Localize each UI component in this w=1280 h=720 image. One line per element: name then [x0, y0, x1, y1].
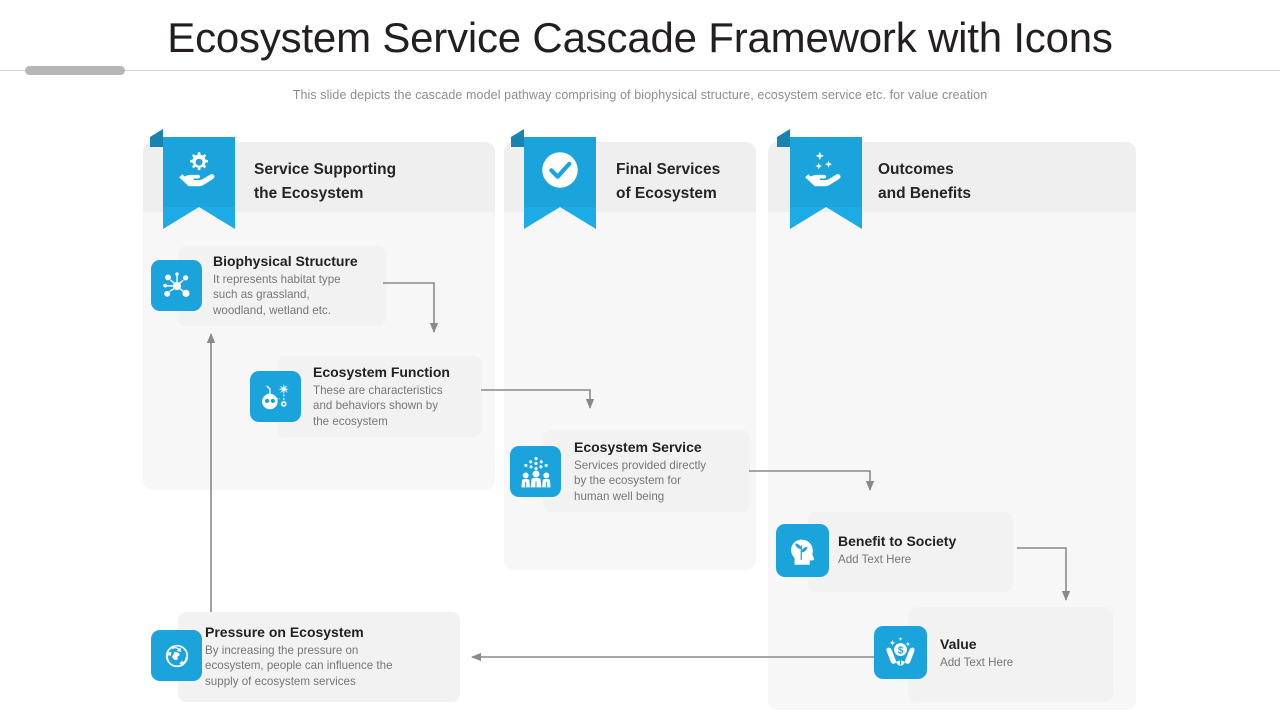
value-icon-tile: $: [874, 626, 927, 679]
card-desc-line: These are characteristics: [313, 383, 443, 397]
column-title-final-services: Final Services of Ecosystem: [616, 158, 720, 205]
people-group-icon: [518, 454, 554, 490]
title-accent-bar: [25, 66, 125, 75]
card-desc-line: the ecosystem: [313, 415, 388, 429]
card-pressure-on-ecosystem[interactable]: [178, 612, 460, 702]
check-circle-icon: [537, 147, 583, 193]
svg-text:$: $: [898, 646, 904, 657]
plant-growth-lab-icon: [258, 379, 294, 415]
card-desc-line: ecosystem, people can influence the: [205, 659, 393, 673]
gear-on-hand-icon: [176, 147, 222, 193]
biophysical-structure-icon-tile: [151, 260, 202, 311]
card-ecosystem-service[interactable]: [543, 430, 750, 512]
card-title: Ecosystem Function: [313, 364, 450, 380]
card-pressure-on-ecosystem-text: Pressure on Ecosystem By increasing the …: [205, 624, 393, 690]
column-title-service-supporting: Service Supporting the Ecosystem: [254, 158, 396, 205]
card-desc-line: and behaviors shown by: [313, 399, 439, 413]
ribbon-service-supporting: [150, 129, 235, 207]
card-title: Benefit to Society: [838, 533, 957, 549]
column-title-outcomes-benefits: Outcomes and Benefits: [878, 158, 971, 205]
head-with-plant-icon: [784, 532, 821, 569]
column-title-line1: Service Supporting: [254, 161, 397, 178]
card-ecosystem-function-text: Ecosystem Function These are characteris…: [313, 364, 450, 430]
column-title-line1: Outcomes: [878, 161, 954, 178]
column-title-line2: of Ecosystem: [616, 184, 717, 202]
page-subtitle: This slide depicts the cascade model pat…: [292, 88, 988, 102]
card-desc-line: supply of ecosystem services: [205, 675, 356, 689]
column-title-line2: the Ecosystem: [254, 184, 364, 202]
ribbon-outcomes-benefits: [777, 129, 862, 207]
card-desc-line: Add Text Here: [838, 552, 912, 566]
card-benefit-to-society-text: Benefit to Society Add Text Here: [838, 533, 956, 567]
card-value[interactable]: [908, 607, 1113, 702]
card-desc-line: such as grassland,: [213, 288, 310, 302]
title-divider: [0, 70, 1280, 71]
card-desc-line: It represents habitat type: [213, 272, 341, 286]
pressure-on-ecosystem-icon-tile: [151, 630, 202, 681]
hands-with-money-icon: $: [882, 634, 919, 671]
page-title: Ecosystem Service Cascade Framework with…: [167, 14, 1113, 61]
benefit-to-society-icon-tile: [776, 524, 829, 577]
card-desc-line: by the ecosystem for: [574, 474, 681, 488]
ribbon-final-services: [511, 129, 596, 207]
card-desc-line: human well being: [574, 490, 665, 504]
card-title: Ecosystem Service: [574, 439, 702, 455]
ecosystem-service-icon-tile: [510, 446, 561, 497]
card-title: Biophysical Structure: [213, 253, 358, 269]
sparkles-on-hand-icon: [803, 147, 849, 193]
card-ecosystem-service-text: Ecosystem Service Services provided dire…: [574, 439, 706, 505]
column-title-line1: Final Services: [616, 161, 721, 178]
ribbon-fold-icon: [777, 129, 790, 147]
card-title: Pressure on Ecosystem: [205, 624, 364, 640]
card-desc-line: By increasing the pressure on: [205, 643, 359, 657]
card-biophysical-structure[interactable]: [178, 246, 386, 326]
card-biophysical-structure-text: Biophysical Structure It represents habi…: [213, 253, 358, 319]
card-desc-line: Add Text Here: [940, 655, 1014, 669]
card-desc-line: Services provided directly: [574, 458, 707, 472]
globe-recycle-icon: [159, 638, 195, 674]
molecule-network-icon: [159, 268, 195, 304]
card-value-text: Value Add Text Here: [940, 636, 1013, 670]
card-desc-line: woodland, wetland etc.: [213, 304, 331, 318]
ribbon-fold-icon: [511, 129, 524, 147]
ecosystem-function-icon-tile: [250, 371, 301, 422]
card-benefit-to-society[interactable]: [808, 512, 1013, 592]
ribbon-fold-icon: [150, 129, 163, 147]
card-ecosystem-function[interactable]: [277, 356, 482, 437]
card-title: Value: [940, 636, 977, 652]
column-title-line2: and Benefits: [878, 184, 972, 202]
